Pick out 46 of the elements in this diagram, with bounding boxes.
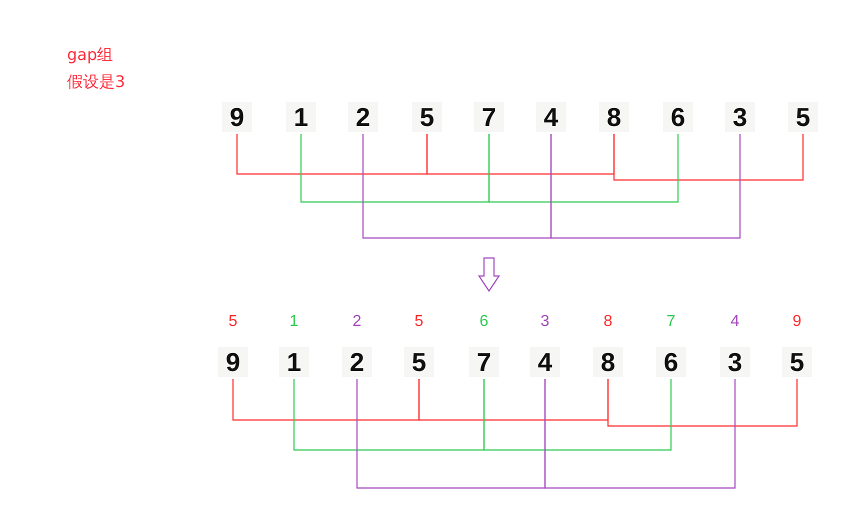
number-box: 4 <box>530 347 560 377</box>
bracket-line <box>236 134 428 175</box>
number-box: 4 <box>536 102 566 132</box>
note-text: gap组 <box>67 45 114 66</box>
order-number: 8 <box>604 313 612 331</box>
bracket-line <box>613 134 804 181</box>
order-number: 2 <box>352 313 362 331</box>
order-number: 5 <box>414 313 424 331</box>
number-box: 5 <box>412 102 442 132</box>
number-box: 2 <box>342 347 372 377</box>
number-box: 2 <box>348 102 378 132</box>
bracket-line <box>607 379 798 427</box>
number-box: 8 <box>599 102 629 132</box>
number-box: 6 <box>656 347 686 377</box>
number-box: 9 <box>222 102 252 132</box>
bracket-line <box>426 134 615 175</box>
number-box: 8 <box>593 347 623 377</box>
bracket-line <box>550 134 741 239</box>
bracket-line <box>488 134 679 203</box>
bracket-line <box>232 379 420 421</box>
number-box: 3 <box>725 102 755 132</box>
order-number: 5 <box>228 313 238 331</box>
number-box: 9 <box>218 347 248 377</box>
order-number: 4 <box>730 313 740 331</box>
number-box: 7 <box>469 347 499 377</box>
number-box: 1 <box>286 102 316 132</box>
order-number: 3 <box>540 313 550 331</box>
number-box: 1 <box>279 347 309 377</box>
number-box: 6 <box>663 102 693 132</box>
bracket-line <box>483 379 672 451</box>
note-text: 假设是3 <box>67 72 126 93</box>
bracket-line <box>418 379 609 421</box>
number-box: 5 <box>788 102 818 132</box>
number-box: 5 <box>404 347 434 377</box>
number-box: 7 <box>474 102 504 132</box>
order-number: 9 <box>792 313 802 331</box>
bracket-line <box>293 379 485 451</box>
number-box: 3 <box>720 347 750 377</box>
order-number: 6 <box>480 313 488 331</box>
bracket-line <box>356 379 546 489</box>
bracket-line <box>300 134 490 203</box>
order-number: 7 <box>666 313 676 331</box>
order-number: 1 <box>290 313 298 331</box>
bracket-line <box>544 379 736 489</box>
number-box: 5 <box>782 347 812 377</box>
bracket-line <box>362 134 552 239</box>
